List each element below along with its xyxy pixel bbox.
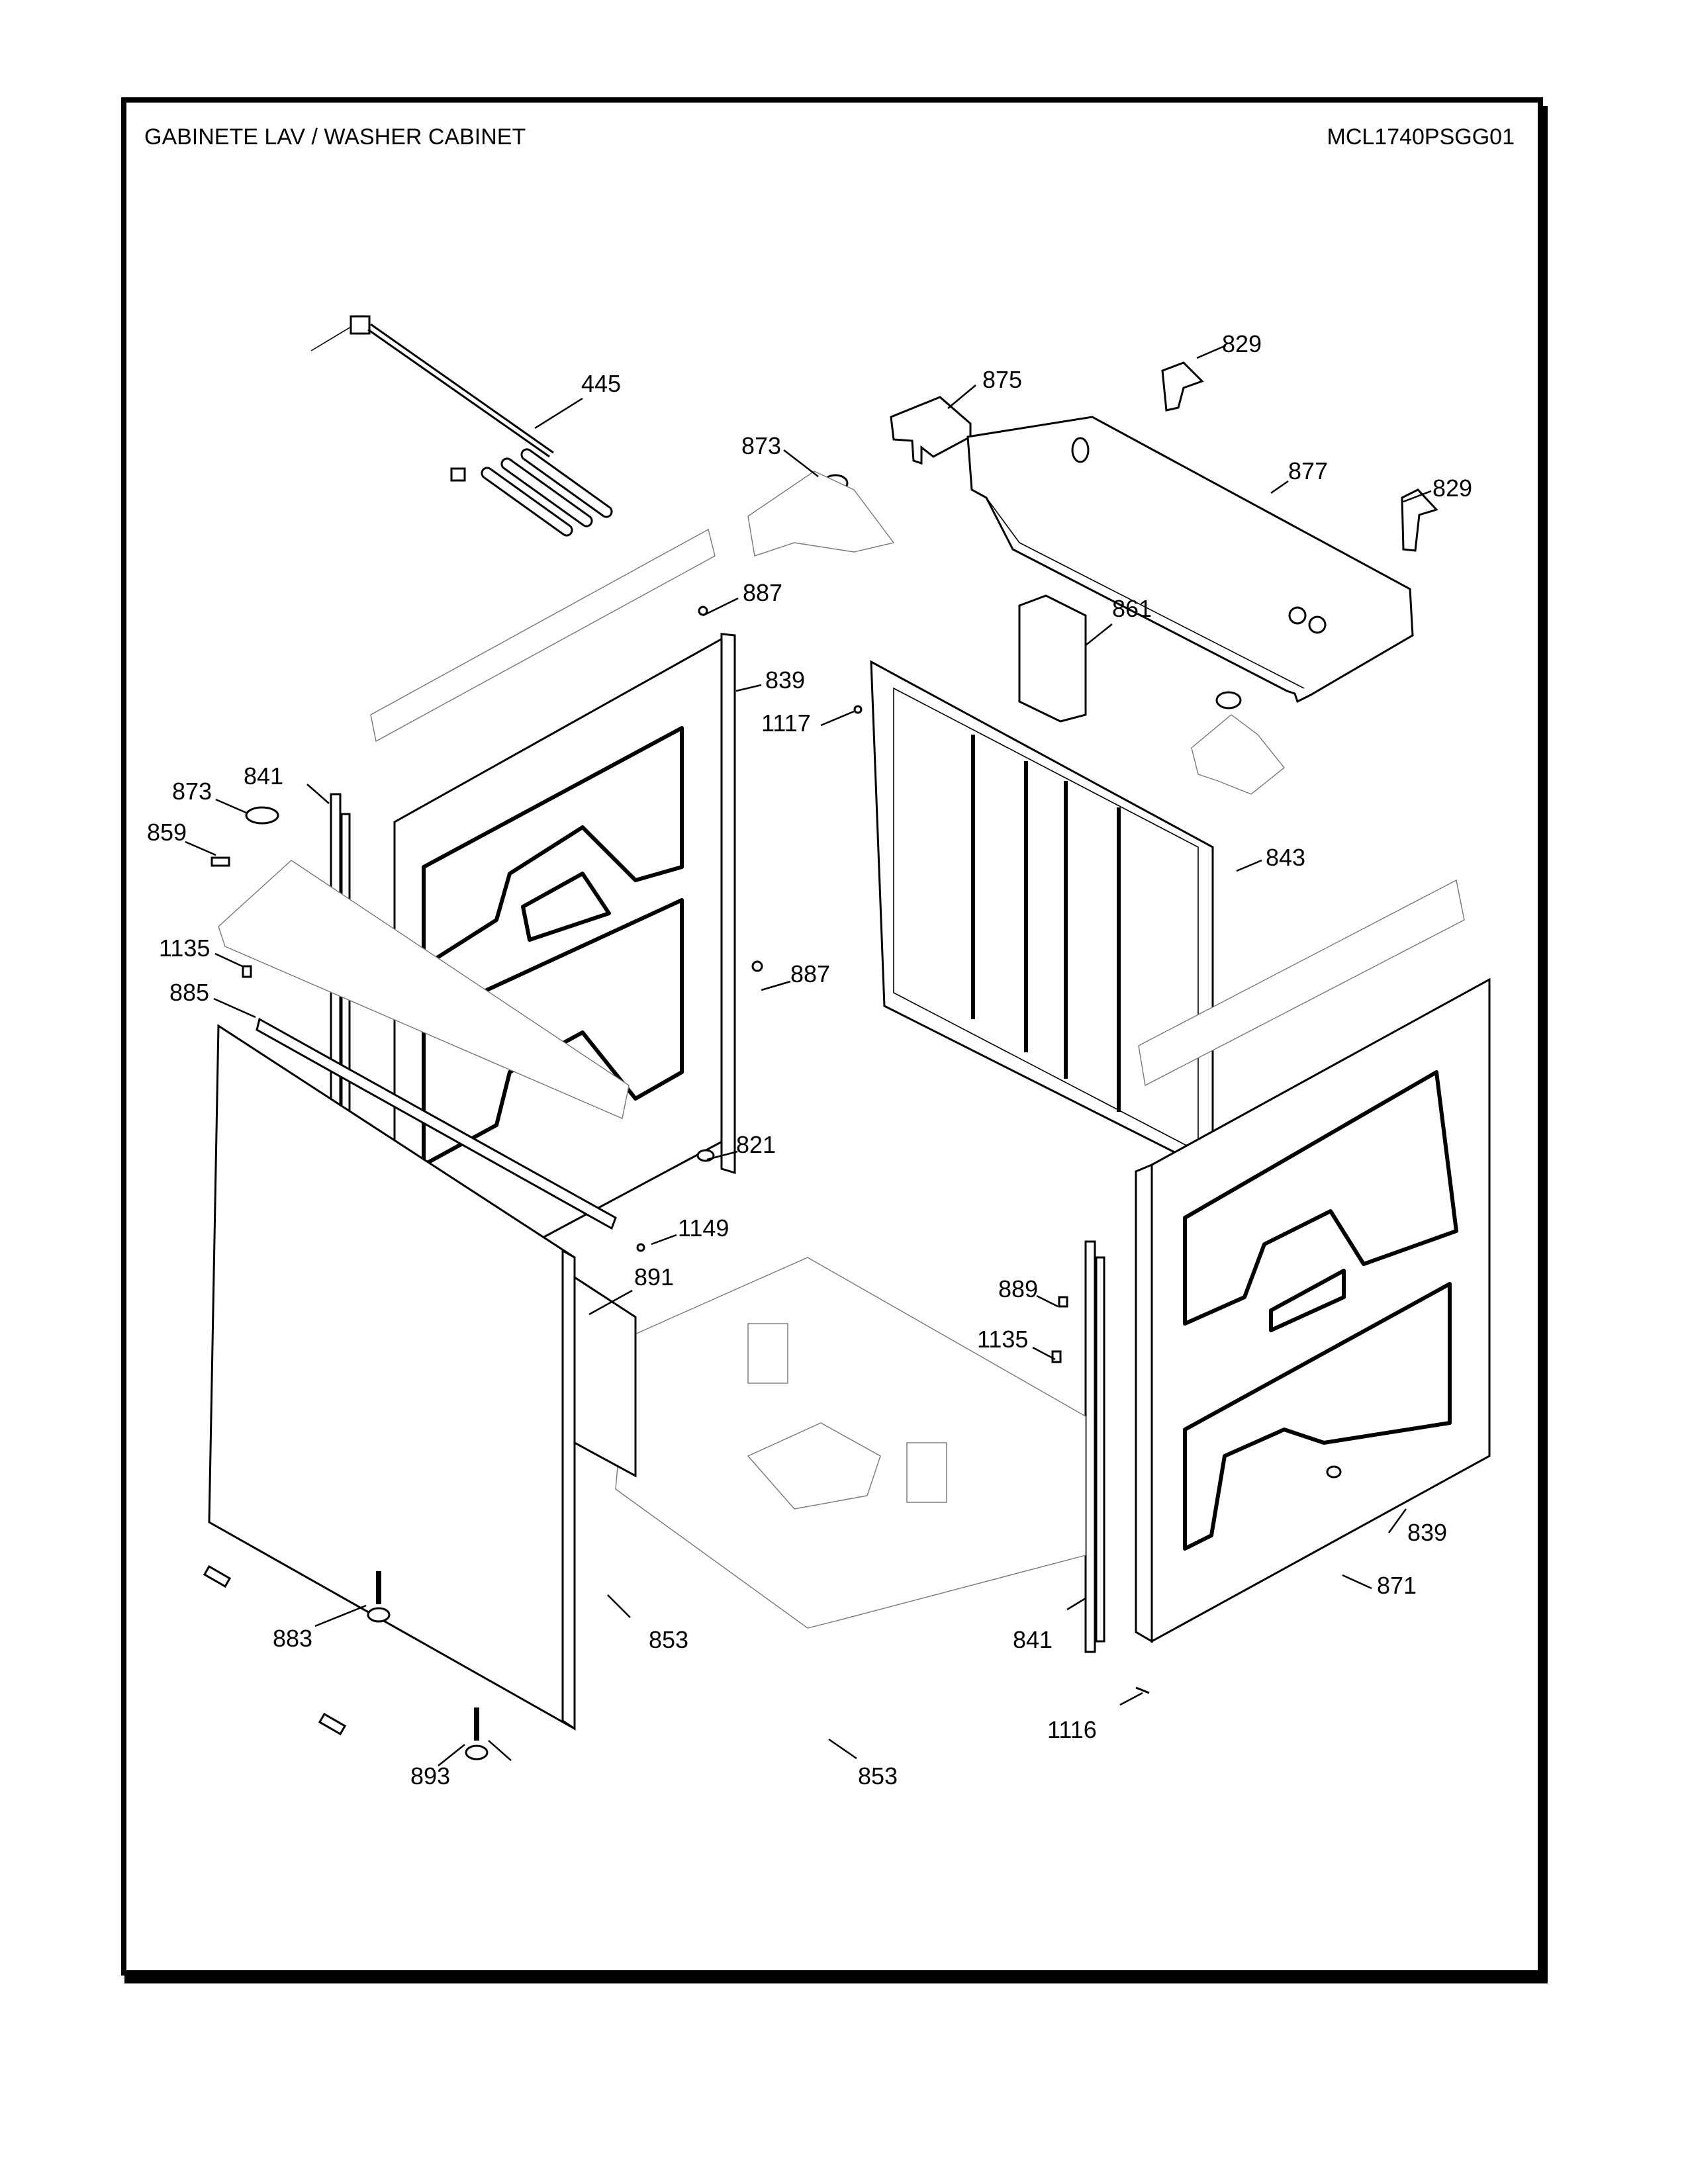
- grommet-873-right: [1215, 691, 1242, 709]
- callout-841-left: 841: [244, 762, 283, 790]
- corner-bracket-right: [1191, 714, 1285, 795]
- rear-top-cover-877: [966, 416, 1414, 704]
- callout-889: 889: [998, 1275, 1038, 1302]
- callout-887-top: 887: [743, 579, 782, 606]
- right-top-rail: [1138, 879, 1465, 1087]
- side-panel-839-right: [1135, 978, 1491, 1643]
- callout-1135-right: 1135: [977, 1326, 1028, 1353]
- callout-1116: 1116: [1047, 1716, 1097, 1743]
- bracket-829-right: [1401, 488, 1438, 552]
- callout-885: 885: [169, 979, 209, 1006]
- callout-853-b: 853: [858, 1762, 898, 1790]
- clip-859: [211, 856, 230, 867]
- bracket-829-top: [1161, 361, 1204, 412]
- callout-841-right: 841: [1013, 1626, 1053, 1653]
- model-number: MCL1740PSGG01: [1327, 124, 1515, 150]
- duct-861: [1018, 594, 1087, 723]
- callout-853-a: 853: [649, 1626, 688, 1653]
- frame-shadow-right: [1540, 106, 1548, 1982]
- screw-1116: [1135, 1686, 1150, 1694]
- corner-strip-841-right: [1084, 1240, 1105, 1653]
- clip-889: [1058, 1296, 1068, 1308]
- callout-859: 859: [147, 819, 187, 846]
- fastener-887-b: [751, 960, 763, 972]
- screw-1117: [853, 705, 863, 714]
- grommet-873-left: [245, 806, 279, 825]
- front-panel-883: [208, 1024, 576, 1731]
- washer-base: [615, 1257, 1086, 1629]
- heater-element-445: [310, 315, 613, 537]
- callout-445: 445: [581, 370, 621, 397]
- bracket-875: [890, 396, 972, 465]
- frame-shadow-bottom: [124, 1976, 1548, 1983]
- left-top-rail: [370, 528, 716, 743]
- leader-lines: [185, 344, 1432, 1766]
- callout-1149: 1149: [678, 1214, 729, 1242]
- clip-1135-left: [242, 965, 252, 978]
- callout-829-top: 829: [1222, 330, 1262, 357]
- screw-1149: [636, 1243, 645, 1252]
- callout-891: 891: [634, 1263, 674, 1291]
- clip-893-b: [318, 1712, 347, 1736]
- insulation-pad-891: [573, 1275, 637, 1478]
- callout-887-mid: 887: [790, 960, 830, 987]
- callout-883: 883: [273, 1625, 312, 1652]
- clip-893-a: [203, 1565, 232, 1588]
- rear-panel-843: [870, 660, 1214, 1173]
- callout-1117: 1117: [761, 709, 811, 737]
- clip-1135-right: [1051, 1350, 1062, 1363]
- bushing-871: [1326, 1465, 1342, 1479]
- callout-839-right: 839: [1407, 1519, 1447, 1546]
- callout-843: 843: [1266, 844, 1305, 871]
- callout-829-right: 829: [1432, 475, 1472, 502]
- callout-873-top: 873: [741, 432, 781, 459]
- callout-861: 861: [1112, 595, 1152, 622]
- callout-893: 893: [410, 1762, 450, 1790]
- callout-1135-left: 1135: [159, 934, 210, 962]
- callout-873-left: 873: [172, 778, 212, 805]
- corner-bracket-top: [747, 471, 895, 557]
- callout-871: 871: [1377, 1572, 1417, 1599]
- callout-877: 877: [1288, 457, 1328, 484]
- front-top-rail: [218, 860, 630, 1119]
- callout-875: 875: [982, 366, 1022, 393]
- leveling-leg-853-b: [465, 1707, 489, 1760]
- callout-821: 821: [736, 1131, 776, 1158]
- callout-839-left: 839: [765, 666, 805, 694]
- diagram-title: GABINETE LAV / WASHER CABINET: [144, 124, 526, 150]
- leveling-leg-853-a: [367, 1571, 391, 1623]
- front-rail-885: [256, 1017, 617, 1230]
